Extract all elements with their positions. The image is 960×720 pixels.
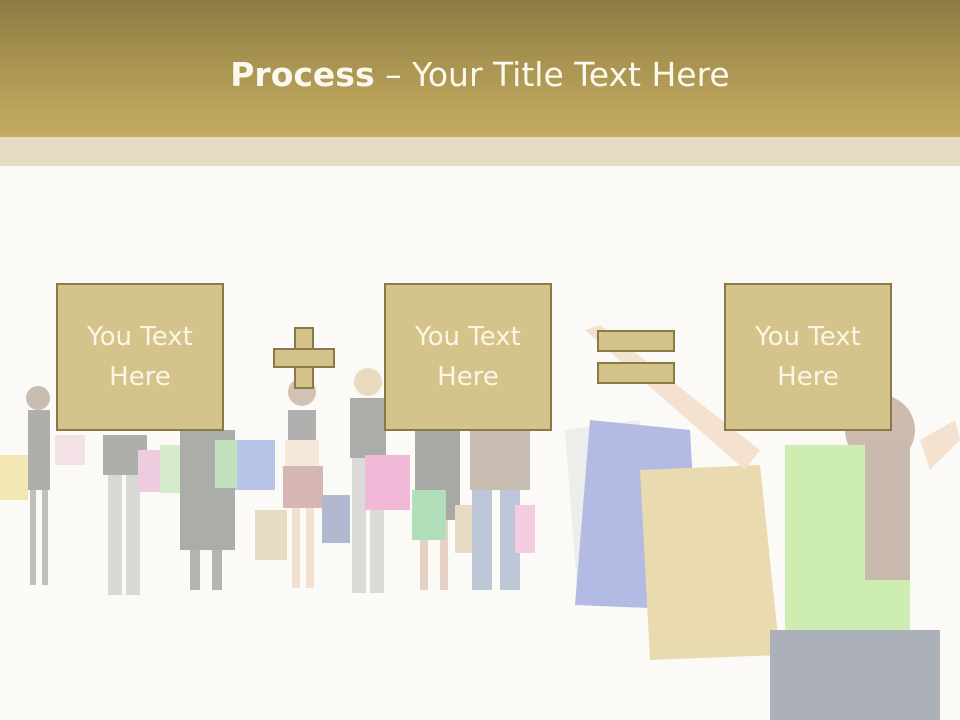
title-bold: Process	[230, 55, 375, 94]
process-step-1-box[interactable]: You Text Here	[56, 283, 224, 431]
process-step-2-box[interactable]: You Text Here	[384, 283, 552, 431]
shopper-figure	[0, 386, 85, 585]
plus-icon	[273, 327, 335, 389]
shopper-figure	[255, 378, 350, 588]
shopping-bags	[565, 420, 780, 660]
process-step-1-label: You Text Here	[87, 322, 193, 392]
shopper-figure	[470, 430, 535, 590]
process-step-3-box[interactable]: You Text Here	[724, 283, 892, 431]
shopper-figure	[103, 435, 190, 595]
shopper-figure	[350, 368, 410, 593]
process-step-2-label: You Text Here	[415, 322, 521, 392]
title-rest: Your Title Text Here	[412, 55, 730, 94]
title-separator: –	[385, 55, 402, 94]
equals-icon	[597, 330, 675, 384]
header-band	[0, 137, 960, 166]
shoppers-background-image	[0, 325, 960, 720]
cheering-woman	[585, 325, 960, 720]
header-bar	[0, 0, 960, 137]
slide-title[interactable]: Process – Your Title Text Here	[0, 52, 960, 98]
shopper-figure	[412, 430, 479, 590]
process-step-3-label: You Text Here	[755, 322, 861, 392]
shopper-figure	[180, 430, 275, 590]
